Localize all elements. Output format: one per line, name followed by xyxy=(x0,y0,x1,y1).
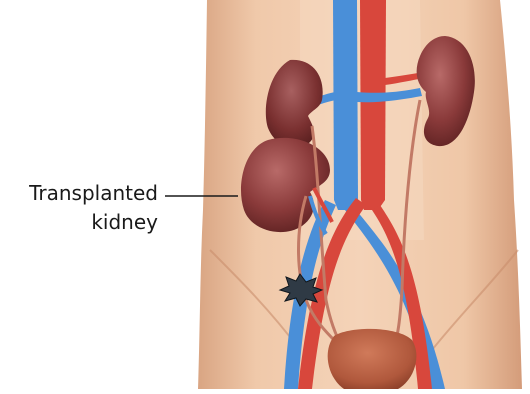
transplanted-label-line1: Transplanted xyxy=(29,181,158,205)
transplanted-label-line2: kidney xyxy=(91,210,158,234)
inferior-vena-cava xyxy=(333,0,358,210)
bladder xyxy=(328,329,417,389)
aorta xyxy=(360,0,386,210)
